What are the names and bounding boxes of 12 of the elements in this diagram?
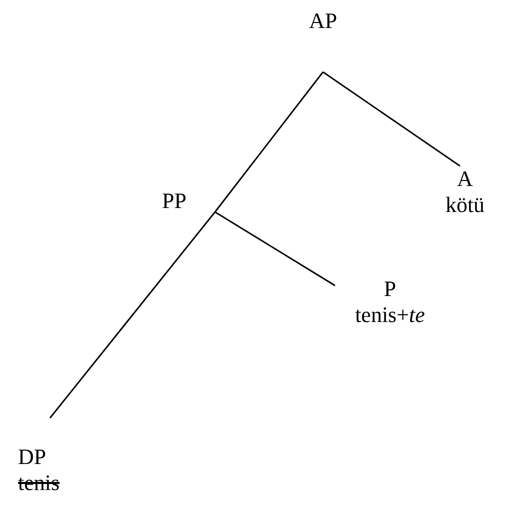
- node-label: A: [457, 166, 473, 192]
- node-label: AP: [308, 8, 338, 34]
- node-label: P: [384, 276, 396, 302]
- node-word: tenis: [18, 470, 60, 496]
- tree-branch: [214, 211, 336, 286]
- tree-branch: [214, 72, 324, 212]
- node-label: DP: [18, 444, 46, 470]
- node-word: tenis+te: [355, 302, 425, 328]
- tree-branch: [49, 212, 216, 418]
- node-label: PP: [162, 188, 186, 214]
- node-word: kötü: [445, 192, 485, 218]
- tree-branch: [322, 71, 460, 167]
